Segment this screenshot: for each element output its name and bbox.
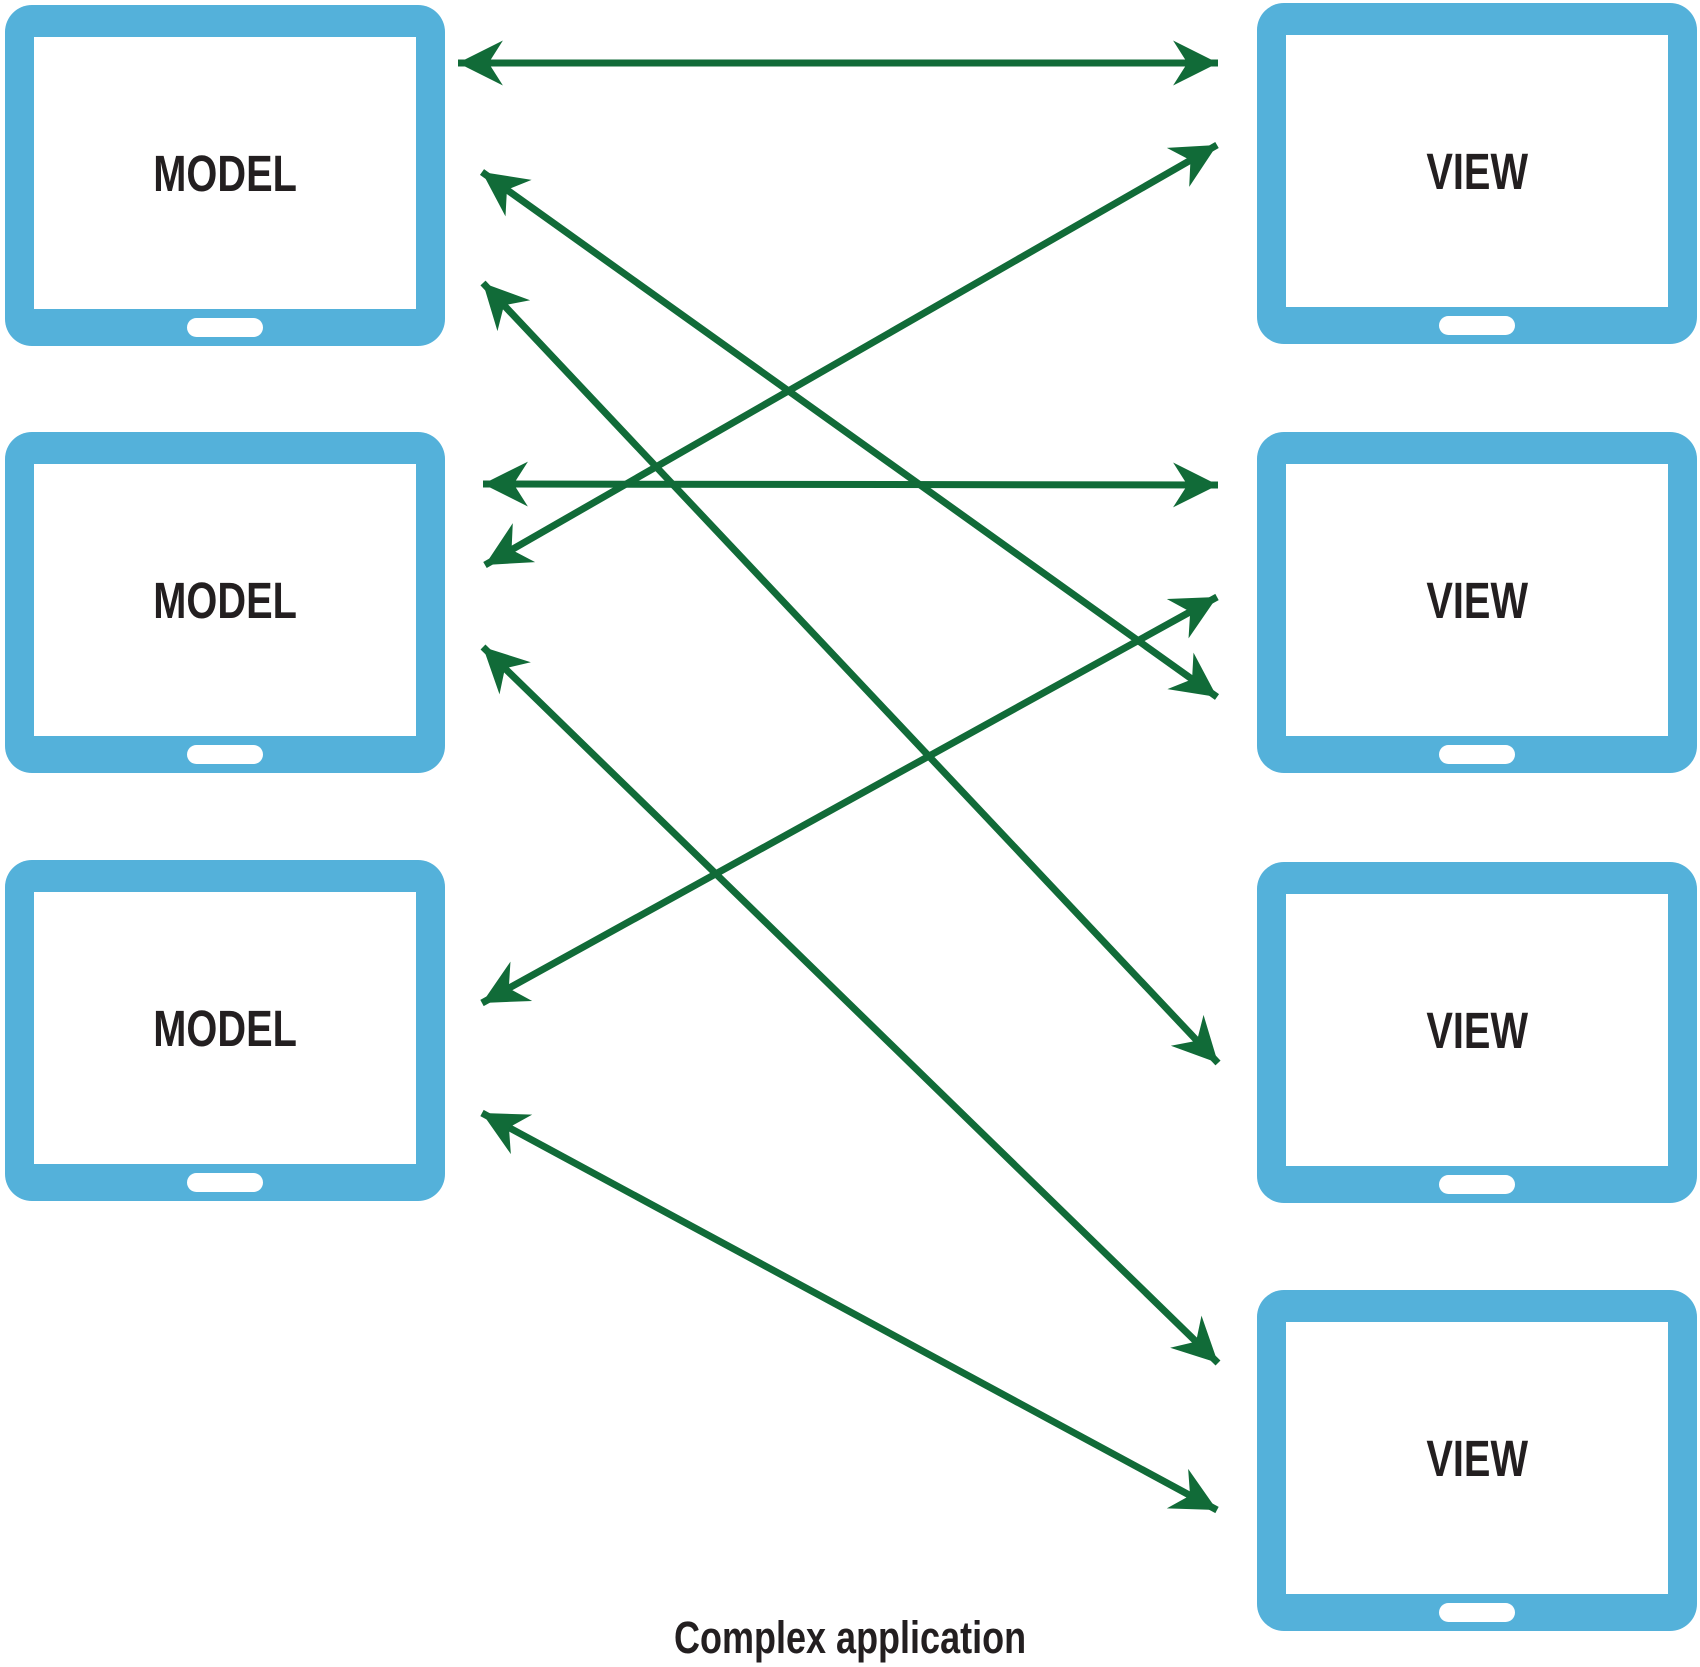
home-button bbox=[1439, 1175, 1515, 1194]
view-tablet-3: VIEW bbox=[1257, 862, 1697, 1203]
view-tablet-4: VIEW bbox=[1257, 1290, 1697, 1631]
view-tablet-1: VIEW bbox=[1257, 3, 1697, 344]
diagram-caption-text: Complex application bbox=[673, 1612, 1027, 1663]
home-button bbox=[187, 745, 263, 764]
arrow-model3-view2 bbox=[480, 593, 1219, 1007]
view-tablet-3-label: VIEW bbox=[1426, 1001, 1528, 1059]
model-tablet-1-screen: MODEL bbox=[34, 37, 416, 309]
home-button bbox=[187, 1173, 263, 1192]
view-tablet-4-screen: VIEW bbox=[1286, 1322, 1668, 1594]
arrow-model2-view1 bbox=[483, 141, 1219, 569]
arrow-model3-view4 bbox=[480, 1109, 1219, 1514]
arrow-model1-view2 bbox=[479, 169, 1220, 700]
view-tablet-4-label: VIEW bbox=[1426, 1429, 1528, 1487]
home-button bbox=[1439, 745, 1515, 764]
home-button bbox=[1439, 1603, 1515, 1622]
model-tablet-3-screen: MODEL bbox=[34, 892, 416, 1164]
view-tablet-1-screen: VIEW bbox=[1286, 35, 1668, 307]
arrow-model1-view3 bbox=[480, 280, 1221, 1066]
arrow-model2-view2 bbox=[482, 461, 1219, 508]
model-tablet-3-label: MODEL bbox=[153, 999, 297, 1057]
model-tablet-2-label: MODEL bbox=[153, 571, 297, 629]
view-tablet-2-label: VIEW bbox=[1426, 571, 1528, 629]
home-button bbox=[187, 318, 263, 337]
diagram-caption: Complex application bbox=[0, 1612, 1700, 1664]
arrow-model2-view4 bbox=[480, 644, 1221, 1366]
view-tablet-2: VIEW bbox=[1257, 432, 1697, 773]
model-tablet-3: MODEL bbox=[5, 860, 445, 1201]
model-tablet-2-screen: MODEL bbox=[34, 464, 416, 736]
view-tablet-2-screen: VIEW bbox=[1286, 464, 1668, 736]
model-tablet-1-label: MODEL bbox=[153, 144, 297, 202]
home-button bbox=[1439, 316, 1515, 335]
model-tablet-1: MODEL bbox=[5, 5, 445, 346]
view-tablet-3-screen: VIEW bbox=[1286, 894, 1668, 1166]
model-tablet-2: MODEL bbox=[5, 432, 445, 773]
view-tablet-1-label: VIEW bbox=[1426, 142, 1528, 200]
